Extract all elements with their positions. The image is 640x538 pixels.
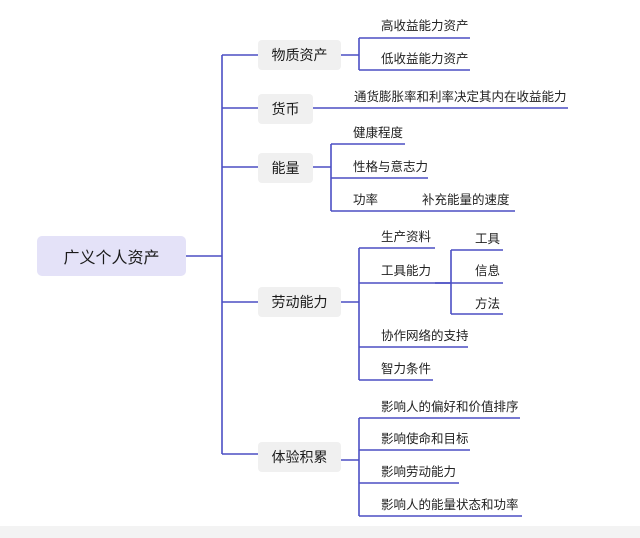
- leaf-currency-yield[interactable]: 通货膨胀率和利率决定其内在收益能力: [354, 89, 567, 104]
- leaf-intellectual-conditions[interactable]: 智力条件: [381, 361, 432, 376]
- bottom-band: [0, 526, 640, 538]
- leaf-power[interactable]: 功率: [353, 192, 379, 207]
- branch-node-material[interactable]: 物质资产: [258, 40, 341, 70]
- leaf-health[interactable]: 健康程度: [353, 125, 404, 140]
- branch-node-labor[interactable]: 劳动能力: [258, 287, 341, 317]
- branch-node-experience[interactable]: 体验积累: [258, 442, 341, 472]
- leaf-information[interactable]: 信息: [475, 263, 501, 278]
- branch-node-currency[interactable]: 货币: [258, 94, 313, 124]
- leaf-character-willpower[interactable]: 性格与意志力: [353, 159, 429, 174]
- leaf-tool-capability[interactable]: 工具能力: [381, 263, 432, 278]
- leaf-tools[interactable]: 工具: [475, 231, 501, 246]
- leaf-recharge-speed[interactable]: 补充能量的速度: [422, 192, 510, 207]
- root-node[interactable]: 广义个人资产: [37, 236, 186, 276]
- leaf-means-of-production[interactable]: 生产资料: [381, 229, 432, 244]
- leaf-low-yield-assets[interactable]: 低收益能力资产: [381, 51, 469, 66]
- branch-node-energy[interactable]: 能量: [258, 153, 313, 183]
- leaf-labor-ability[interactable]: 影响劳动能力: [381, 464, 457, 479]
- leaf-collaboration-network[interactable]: 协作网络的支持: [381, 328, 469, 343]
- leaf-energy-state-power[interactable]: 影响人的能量状态和功率: [381, 497, 519, 512]
- leaf-preferences-values[interactable]: 影响人的偏好和价值排序: [381, 399, 519, 414]
- leaf-high-yield-assets[interactable]: 高收益能力资产: [381, 18, 469, 33]
- leaf-methods[interactable]: 方法: [475, 296, 501, 311]
- leaf-mission-goals[interactable]: 影响使命和目标: [381, 431, 469, 446]
